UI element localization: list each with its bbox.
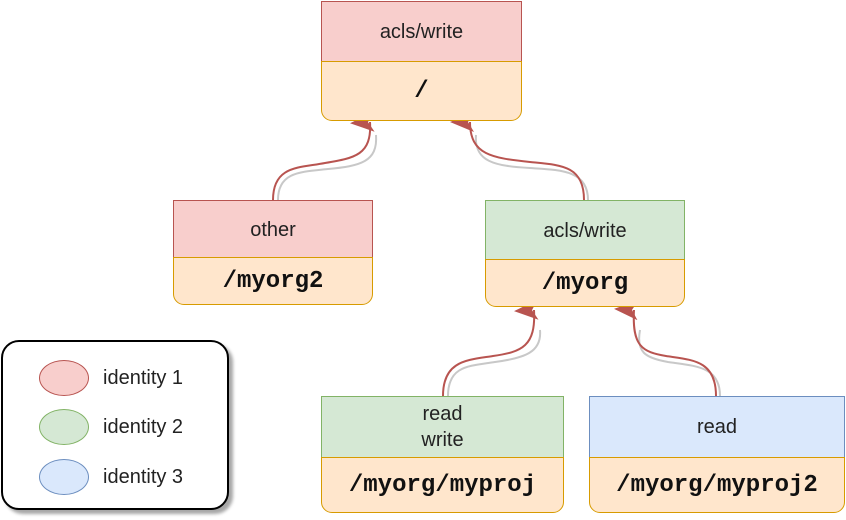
identity-2-swatch	[39, 409, 89, 445]
node-myproj2-permission: read	[589, 396, 845, 457]
edge-myproj2-to-myorg	[614, 300, 717, 397]
node-myproj-permission-read: read	[422, 403, 463, 425]
legend: identity 1 identity 2 identity 3	[1, 340, 229, 510]
legend-label: identity 2	[103, 415, 184, 438]
node-myproj2: read /myorg/myproj2	[589, 396, 845, 513]
edge-myproj-to-myorg-shadow	[447, 329, 542, 397]
node-other-path: /myorg2	[173, 257, 373, 305]
legend-label: identity 3	[103, 465, 184, 488]
node-myorg: acls/write /myorg	[485, 200, 685, 307]
node-myproj: read write /myorg/myproj	[321, 396, 564, 513]
identity-1-swatch	[39, 360, 89, 396]
node-other-permission: other	[173, 200, 373, 258]
edge-other-to-root-shadow	[277, 134, 378, 201]
node-myorg-permission: acls/write	[485, 200, 685, 260]
legend-label: identity 1	[103, 366, 184, 389]
identity-3-swatch	[39, 459, 89, 495]
node-myorg-path: /myorg	[485, 259, 685, 307]
node-root: acls/write /	[321, 1, 522, 121]
node-root-permission: acls/write	[321, 1, 522, 62]
legend-item-identity-1: identity 1	[39, 360, 183, 396]
node-root-path: /	[321, 61, 522, 121]
node-myproj2-path: /myorg/myproj2	[589, 457, 845, 513]
edge-myproj-to-myorg	[442, 299, 539, 397]
node-myproj-path: /myorg/myproj	[321, 457, 564, 513]
edge-other-to-root	[272, 111, 375, 201]
edge-myorg-to-root-shadow	[474, 134, 589, 201]
legend-item-identity-3: identity 3	[39, 459, 183, 495]
node-other: other /myorg2	[173, 200, 373, 305]
legend-item-identity-2: identity 2	[39, 409, 183, 445]
edge-myproj2-to-myorg-shadow	[638, 329, 721, 397]
node-myproj-permission-write: write	[421, 429, 464, 451]
node-myproj-permissions: read write	[321, 396, 564, 457]
edge-myorg-to-root	[450, 111, 585, 201]
